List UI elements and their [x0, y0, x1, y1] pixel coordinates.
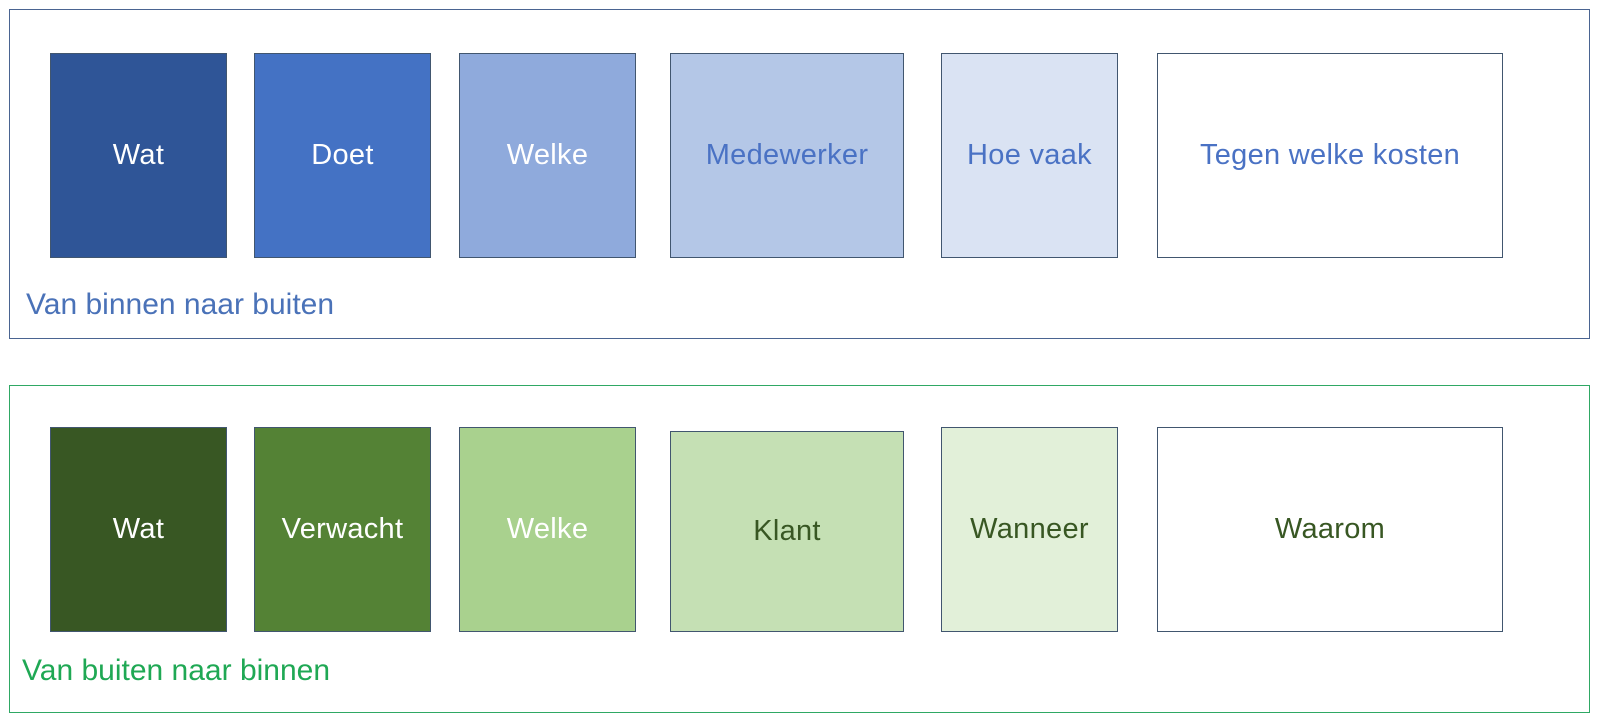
box-medewerker: Medewerker	[670, 53, 904, 258]
box-wat: Wat	[50, 53, 227, 258]
box-doet: Doet	[254, 53, 431, 258]
box-waarom: Waarom	[1157, 427, 1503, 632]
panel-inside-out: Wat Doet Welke Medewerker Hoe vaak Tegen…	[9, 9, 1590, 339]
box-verwacht: Verwacht	[254, 427, 431, 632]
panel-caption-outside-in: Van buiten naar binnen	[22, 654, 331, 687]
box-welke: Welke	[459, 427, 636, 632]
box-welke: Welke	[459, 53, 636, 258]
box-wat: Wat	[50, 427, 227, 632]
panel-outside-in: Wat Verwacht Welke Klant Wanneer Waarom …	[9, 385, 1590, 713]
box-hoe-vaak: Hoe vaak	[941, 53, 1118, 258]
panel-caption-inside-out: Van binnen naar buiten	[26, 288, 335, 321]
box-wanneer: Wanneer	[941, 427, 1118, 632]
box-tegen-welke-kosten: Tegen welke kosten	[1157, 53, 1503, 258]
box-klant: Klant	[670, 431, 904, 632]
